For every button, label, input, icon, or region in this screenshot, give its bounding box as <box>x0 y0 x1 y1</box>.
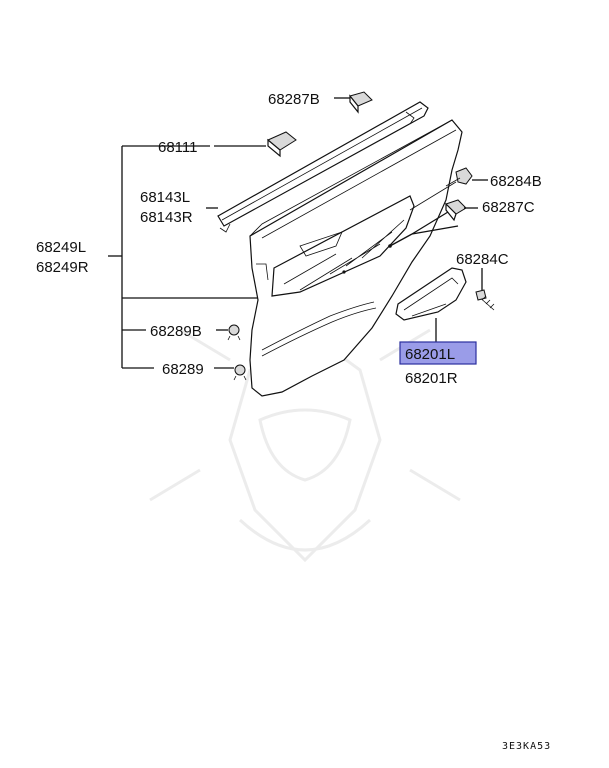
label-68289[interactable]: 68289 <box>162 361 204 378</box>
watermark-logo <box>149 328 461 563</box>
label-68201r[interactable]: 68201R <box>405 370 458 387</box>
label-68287c[interactable]: 68287C <box>482 199 535 216</box>
label-68289b[interactable]: 68289B <box>150 323 202 340</box>
label-68111[interactable]: 68111 <box>158 139 198 156</box>
label-68284b[interactable]: 68284B <box>490 173 542 190</box>
leader-lines <box>108 97 488 369</box>
screw-68284b <box>445 167 473 187</box>
clip-68287b <box>349 91 373 114</box>
label-68143l[interactable]: 68143L <box>140 189 190 206</box>
clip-68111 <box>267 131 297 158</box>
screw-68284c <box>475 289 495 311</box>
label-68143r[interactable]: 68143R <box>140 209 193 226</box>
diagram-code: 3E3KA53 <box>502 741 551 752</box>
label-68284c[interactable]: 68284C <box>456 251 509 268</box>
belt-weatherstrip <box>217 101 429 233</box>
label-68287b[interactable]: 68287B <box>268 91 320 108</box>
label-68249l[interactable]: 68249L <box>36 239 86 256</box>
label-68249r[interactable]: 68249R <box>36 259 89 276</box>
clip-68289 <box>233 364 247 381</box>
highlight-box-68201l <box>399 341 477 365</box>
clip-68289b <box>227 324 241 341</box>
clip-68287c <box>445 199 467 222</box>
label-68201l[interactable]: 68201L <box>405 346 455 363</box>
pull-handle <box>395 267 467 321</box>
door-trim-panel <box>249 119 463 397</box>
